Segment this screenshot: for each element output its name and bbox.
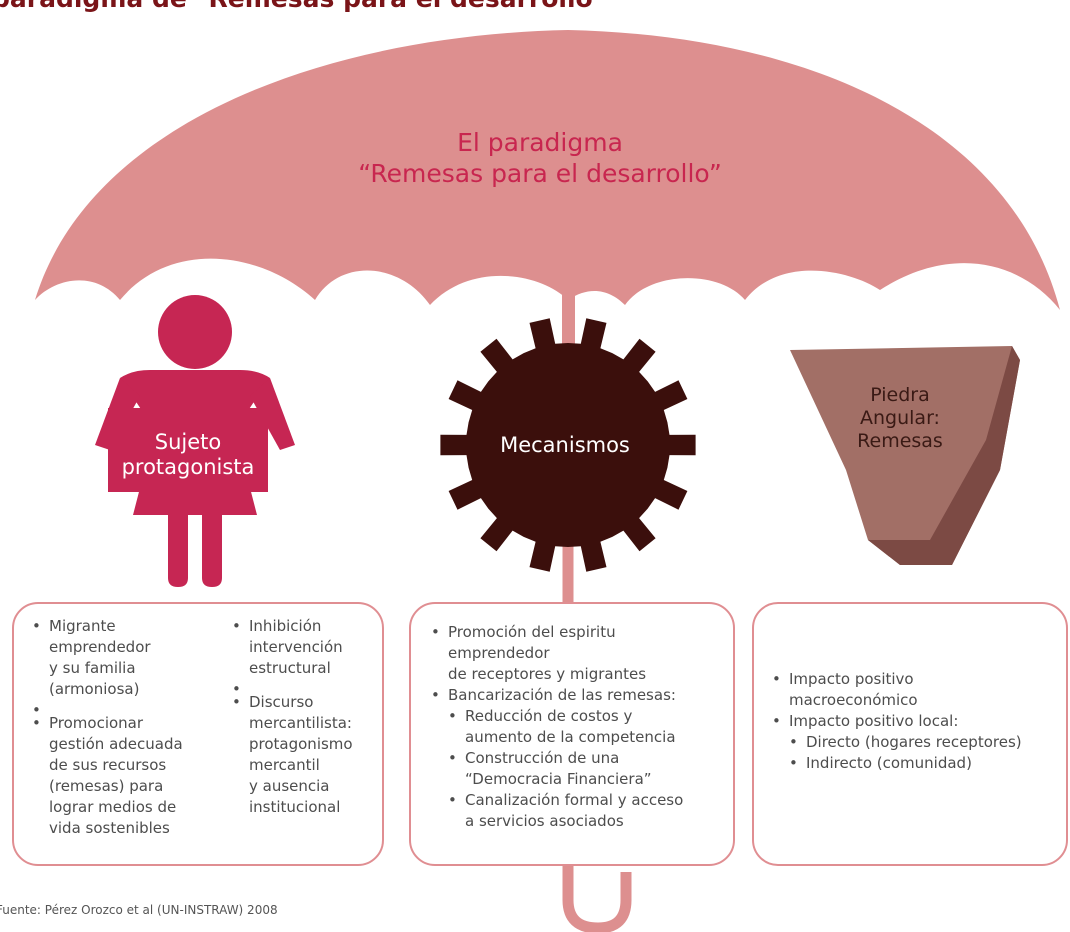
list-item: Promocionar gestión adecuada de sus recu… <box>32 713 202 839</box>
umbrella-handle <box>562 290 632 932</box>
subject-label-line-2: protagonista <box>121 455 255 479</box>
umbrella-canopy <box>35 30 1060 310</box>
list-item: Discurso mercantilista: protagonismo mer… <box>232 692 382 818</box>
subject-label: Sujeto protagonista <box>108 430 268 480</box>
list-item: Construcción de una“Democracia Financier… <box>431 748 731 790</box>
stone-icon <box>790 346 1020 565</box>
stone-label: Piedra Angular: Remesas <box>800 384 1000 453</box>
subject-label-line-1: Sujeto <box>154 430 222 454</box>
subject-left-list: Migrante emprendedor y su familia (armon… <box>32 616 202 839</box>
list-item: Indirecto (comunidad) <box>772 753 1064 774</box>
list-item: Impacto positivo local: <box>772 711 1064 732</box>
subject-right-list: Inhibición intervención estructural Disc… <box>232 616 382 818</box>
mechanisms-label: Mecanismos <box>500 433 630 457</box>
gear-icon <box>440 318 696 572</box>
stone-label-line-3: Remesas <box>857 430 943 452</box>
umbrella-title-line-1: El paradigma <box>457 128 623 157</box>
stone-label-line-2: Angular: <box>860 407 940 429</box>
source-note: Fuente: Pérez Orozco et al (UN-INSTRAW) … <box>0 903 278 917</box>
stone-label-line-1: Piedra <box>870 384 930 406</box>
stone-box: Impacto positivomacroeconómicoImpacto po… <box>752 602 1068 866</box>
list-item: Migrante emprendedor y su familia (armon… <box>32 616 202 700</box>
gear-shape <box>440 318 696 572</box>
page-title: paradigma de "Remesas para el desarrollo… <box>0 0 606 13</box>
list-item: Directo (hogares receptores) <box>772 732 1064 753</box>
umbrella-title-line-2: “Remesas para el desarrollo” <box>358 159 722 188</box>
subject-box: Migrante emprendedor y su familia (armon… <box>12 602 384 866</box>
woman-figure-icon <box>95 295 295 587</box>
stone-list: Impacto positivomacroeconómicoImpacto po… <box>772 669 1064 774</box>
list-item: Inhibición intervención estructural <box>232 616 382 679</box>
list-item: Bancarización de las remesas: <box>431 685 731 706</box>
